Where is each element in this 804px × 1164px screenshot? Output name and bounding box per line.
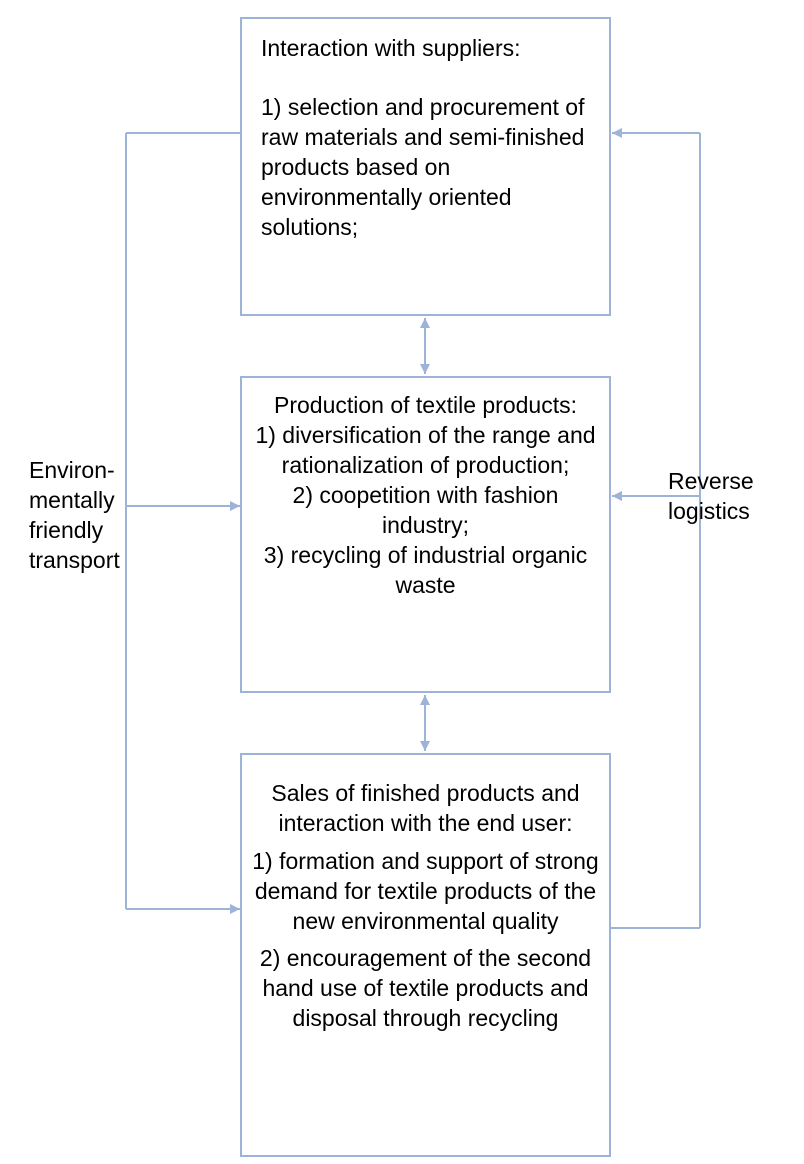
production-heading: Production of textile products: bbox=[274, 392, 577, 418]
production-box: Production of textile products: 1) diver… bbox=[240, 376, 611, 693]
environmentally-friendly-transport-label: Environ- mentally friendly transport bbox=[29, 457, 120, 573]
sales-box: Sales of finished products and interacti… bbox=[240, 753, 611, 1157]
sales-heading: Sales of finished products and interacti… bbox=[271, 780, 580, 836]
suppliers-heading: Interaction with suppliers: bbox=[261, 35, 521, 61]
sales-item-1: 1) formation and support of strong deman… bbox=[252, 848, 599, 934]
suppliers-item-1: 1) selection and procurement of raw mate… bbox=[261, 94, 585, 240]
sales-item-2: 2) encouragement of the second hand use … bbox=[259, 945, 592, 1031]
production-item-3: 3) recycling of industrial organic waste bbox=[263, 542, 588, 598]
suppliers-box: Interaction with suppliers: 1) selection… bbox=[240, 17, 611, 316]
production-item-2: 2) coopetition with fashion industry; bbox=[292, 482, 559, 538]
production-item-1: 1) diversification of the range and rati… bbox=[255, 422, 596, 478]
reverse-logistics-label: Reverse logistics bbox=[668, 468, 754, 524]
